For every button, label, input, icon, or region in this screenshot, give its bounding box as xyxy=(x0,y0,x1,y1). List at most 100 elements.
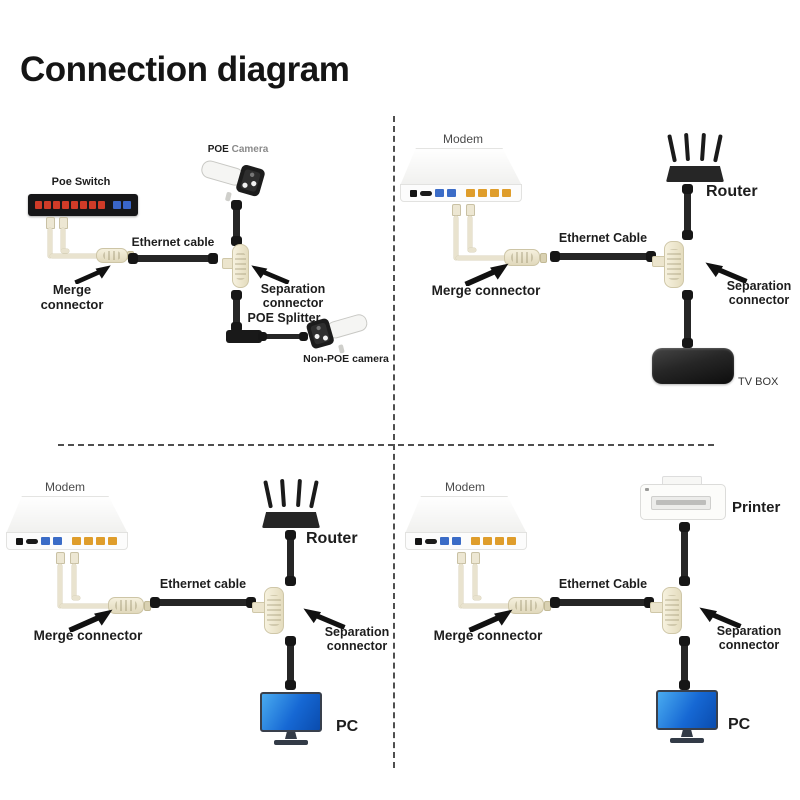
q3-ivory-wire xyxy=(72,596,80,600)
q2-router-device xyxy=(666,130,724,184)
pc-screen xyxy=(656,690,718,730)
connector-ridges xyxy=(511,252,533,263)
modem-wan-port xyxy=(471,537,480,546)
q3-merge-connector-label: Merge connector xyxy=(33,628,143,643)
q1-ivory-wire xyxy=(61,249,69,253)
q2-rj45-plug xyxy=(466,204,475,216)
modem-wan-port xyxy=(72,537,81,546)
router-antenna xyxy=(684,132,690,162)
switch-port xyxy=(80,201,87,209)
modem-wan-port xyxy=(495,537,504,546)
modem-lan-port xyxy=(435,189,444,198)
modem-lan-port xyxy=(53,537,62,546)
q4-printer-label: Printer xyxy=(732,499,781,516)
q2-modem-label: Modem xyxy=(442,132,483,146)
vertical-divider xyxy=(393,116,395,768)
q3-router-device xyxy=(262,476,320,530)
q3-pc-device xyxy=(260,692,322,746)
router-antenna xyxy=(309,480,319,509)
q1-poe-switch-device xyxy=(28,194,138,216)
page-title: Connection diagram xyxy=(20,50,350,89)
q4-ivory-wire xyxy=(473,564,477,600)
poe-camera-word: Camera xyxy=(231,144,269,155)
q1-ivory-wire xyxy=(48,228,52,258)
modem-top-face xyxy=(6,496,128,534)
q1-poe-splitter-device xyxy=(226,330,262,343)
q2-separation-connector-device xyxy=(664,241,684,288)
modem-wan-port xyxy=(96,537,105,546)
q2-merge-connector-label: Merge connector xyxy=(431,283,541,298)
q2-router-label: Router xyxy=(706,183,758,200)
switch-port xyxy=(89,201,96,209)
router-antenna xyxy=(263,480,273,509)
modem-lan-port xyxy=(447,189,456,198)
modem-port xyxy=(410,189,417,197)
q4-printer-cable xyxy=(679,522,690,586)
q3-separation-connector-device xyxy=(264,587,284,634)
q1-poe-splitter-label: POE Splitter xyxy=(247,311,321,325)
modem-lan-port xyxy=(41,537,50,546)
q4-merge-connector-label: Merge connector xyxy=(433,628,543,643)
q2-ivory-wire xyxy=(468,248,476,252)
connector-ridges xyxy=(667,249,681,280)
q3-pc-label: PC xyxy=(336,718,359,735)
modem-lan-port xyxy=(440,537,449,546)
q2-ivory-wire xyxy=(468,216,472,252)
q2-tvbox-label: TV BOX xyxy=(738,376,779,388)
q1-ivory-wire xyxy=(61,228,65,252)
q3-modem-label: Modem xyxy=(44,480,85,494)
modem-port xyxy=(16,537,23,545)
q2-separation-connector-label: Separation connector xyxy=(726,279,792,307)
q3-rj45-plug xyxy=(56,552,65,564)
q1-poe-switch-label: Poe Switch xyxy=(51,176,111,188)
q3-ethernet-cable-label: Ethernet cable xyxy=(159,577,247,591)
q1-poe-camera-label: POE Camera xyxy=(200,144,276,155)
pc-stand xyxy=(681,730,693,737)
q4-ivory-wire xyxy=(459,564,463,608)
q1-separation-connector-device xyxy=(232,244,249,288)
q2-merge-arrow-icon xyxy=(464,262,510,286)
q2-ethernet-cable-label: Ethernet Cable xyxy=(558,231,648,245)
q1-merge-connector-label: Merge connector xyxy=(40,282,104,312)
modem-port-panel xyxy=(405,532,527,550)
q3-ivory-wire xyxy=(72,564,76,600)
q3-ivory-wire xyxy=(60,604,110,608)
q3-router-cable xyxy=(285,530,296,586)
modem-port-panel xyxy=(400,184,522,202)
q4-ethernet-cable xyxy=(550,597,654,608)
q4-printer-device xyxy=(640,476,726,520)
modem-port xyxy=(415,537,422,545)
pc-base xyxy=(274,740,308,745)
q1-non-poe-camera-label: Non-POE camera xyxy=(303,353,389,365)
q1-camera-cable xyxy=(231,200,242,246)
q4-separation-connector-device xyxy=(662,587,682,634)
q4-pc-device xyxy=(656,690,718,744)
connector-ridges xyxy=(515,600,537,611)
q2-modem-device xyxy=(400,148,522,202)
switch-port xyxy=(53,201,60,209)
port-spacer xyxy=(459,193,463,194)
modem-wan-port xyxy=(108,537,117,546)
modem-top-face xyxy=(400,148,522,186)
q2-ethernet-cable xyxy=(550,251,656,262)
horizontal-divider xyxy=(58,444,714,446)
q4-ivory-wire xyxy=(473,596,481,600)
q1-merge-arrow-icon xyxy=(74,264,112,284)
q3-merge-connector-device xyxy=(108,597,144,614)
connector-ridges xyxy=(103,251,121,260)
modem-wan-port xyxy=(507,537,516,546)
q2-merge-connector-device xyxy=(504,249,540,266)
q1-poe-camera-device xyxy=(201,160,265,202)
router-body xyxy=(262,512,320,528)
printer-slot-inner xyxy=(656,500,706,505)
q2-separation-arrow-icon xyxy=(704,261,748,283)
q1-separation-connector-label: Separation connector xyxy=(260,282,326,310)
port-spacer xyxy=(65,541,69,542)
q2-ivory-wire xyxy=(454,216,458,260)
q1-separation-arrow-icon xyxy=(250,264,290,284)
q1-splitter-cable xyxy=(231,290,242,332)
router-antenna xyxy=(296,478,302,508)
q3-separation-connector-label: Separation connector xyxy=(324,625,390,653)
switch-uplink-port xyxy=(113,201,121,209)
router-antenna xyxy=(700,132,706,162)
